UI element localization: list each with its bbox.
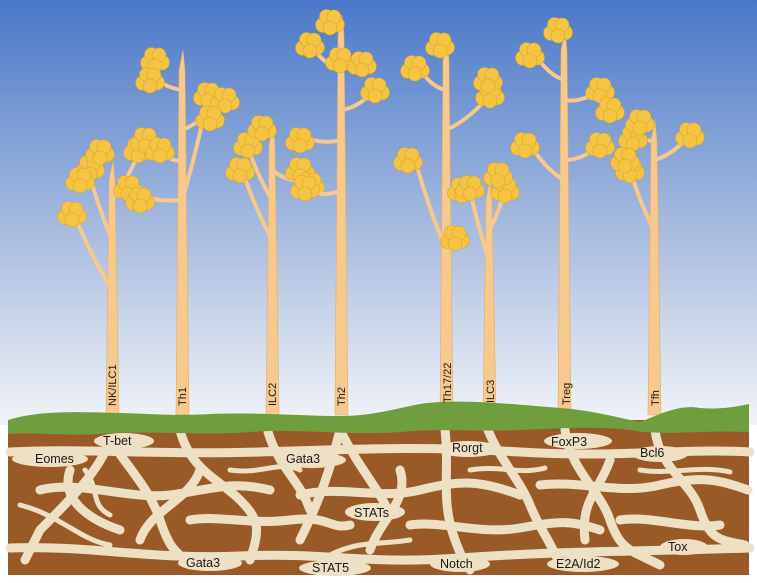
tree-label-ilc3: ILC3 [485, 380, 497, 403]
root-label-stats: STATs [354, 506, 389, 520]
tree-label-tfh: Tfh [650, 390, 662, 406]
tree-label-nkilc1: NK/ILC1 [107, 364, 119, 406]
tree-label-th1722: Th17/22 [442, 363, 454, 403]
root-label-foxp3: FoxP3 [551, 435, 587, 449]
root-label-tbet: T-bet [103, 434, 132, 448]
root-label-eomes: Eomes [35, 452, 74, 466]
root-label-gata3-top: Gata3 [286, 452, 320, 466]
root-label-bcl6: Bcl6 [640, 446, 664, 460]
root-label-e2aid2: E2A/Id2 [556, 557, 601, 571]
tree-label-ilc2: ILC2 [267, 383, 279, 406]
tree-label-treg: Treg [561, 383, 573, 405]
root-label-tox: Tox [668, 540, 688, 554]
root-label-rorgt: Rorgt [452, 441, 483, 455]
tree-label-th1: Th1 [177, 387, 189, 406]
tree-label-th2: Th2 [336, 387, 348, 406]
root-label-notch: Notch [440, 557, 473, 571]
root-label-gata3-bottom: Gata3 [186, 556, 220, 570]
root-label-stat5: STAT5 [312, 561, 349, 575]
